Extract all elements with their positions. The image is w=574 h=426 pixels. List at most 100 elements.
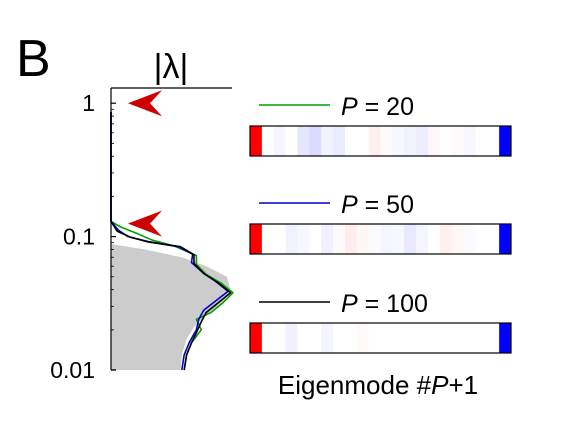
spectrum-series	[110, 111, 234, 371]
spectrum-axes: 1 0.1 0.01	[50, 87, 232, 383]
eigenmode-cell	[416, 224, 429, 254]
eigenmode-cell	[368, 323, 381, 353]
eigenmode-cell	[427, 323, 441, 353]
eigenmode-row-2: P = 50	[249, 191, 512, 255]
legend-var: P	[341, 290, 358, 318]
eigenmode-cell	[321, 126, 334, 156]
eigenmode-cell	[427, 126, 441, 156]
eigenmode-cell	[309, 323, 322, 353]
eigenmode-cell	[285, 224, 298, 254]
eigenvalue-arrow-2	[128, 210, 162, 237]
eigenmode-cell	[344, 323, 358, 353]
eigenmode-cell	[475, 224, 488, 254]
panel-label: B	[16, 30, 51, 88]
eigenmode-cell	[499, 126, 512, 156]
eigenmode-xlabel-var: P	[431, 370, 449, 400]
eigenmode-cell	[368, 224, 381, 254]
eigenmode-xlabel-suffix: +1	[448, 370, 478, 400]
eigenmode-cell	[427, 224, 441, 254]
y-tick-label: 1	[82, 90, 95, 116]
background-distribution	[111, 244, 231, 370]
eigenmode-cell	[261, 126, 275, 156]
eigenmode-cell	[344, 224, 358, 254]
eigenmode-xlabel: Eigenmode #P+1	[278, 370, 478, 400]
eigenmode-cell	[321, 224, 334, 254]
eigenmode-cell	[404, 126, 417, 156]
eigenmode-cell	[380, 323, 393, 353]
legend-value: = 20	[358, 93, 414, 121]
eigenmode-strip-frame	[249, 223, 512, 255]
spectrum-plot: |λ| 1 0.1 0.01	[50, 48, 234, 383]
eigenmode-cell	[439, 224, 453, 254]
eigenmode-strip-frame	[249, 125, 512, 157]
eigenmode-cell	[475, 323, 488, 353]
eigenmode-cell	[463, 224, 476, 254]
eigenmode-cell	[487, 323, 500, 353]
eigenmode-cell	[439, 126, 453, 156]
eigenmode-cell	[392, 126, 405, 156]
spectrum-markers	[128, 90, 162, 237]
eigenmode-cell	[250, 224, 263, 254]
legend-value: = 50	[358, 191, 414, 219]
eigenmode-cell	[356, 224, 370, 254]
eigenmode-cell	[451, 323, 464, 353]
eigenmode-cell	[499, 323, 512, 353]
eigenmode-cell	[380, 126, 393, 156]
eigenmode-cell	[285, 126, 298, 156]
eigenmode-cell	[261, 224, 275, 254]
eigenmode-cell	[439, 323, 453, 353]
eigenmode-row-1: P = 20	[249, 93, 512, 157]
y-tick-label: 0.01	[50, 357, 95, 383]
eigenmode-cell	[321, 323, 334, 353]
background-area	[111, 244, 231, 370]
legend-value: = 100	[358, 290, 428, 318]
eigenmode-cell	[463, 126, 476, 156]
eigenmode-cell	[356, 126, 370, 156]
eigenmode-cell	[333, 126, 346, 156]
eigenmode-cell	[309, 126, 322, 156]
eigenmode-cell	[392, 323, 405, 353]
eigenmode-cell	[392, 224, 405, 254]
eigenmode-cell	[344, 126, 358, 156]
legend-var: P	[341, 191, 358, 219]
eigenmode-cell	[250, 126, 263, 156]
eigenmode-cell	[297, 323, 310, 353]
legend-label: P = 100	[341, 290, 428, 318]
eigenmode-cell	[297, 126, 310, 156]
eigenmode-cell	[404, 323, 417, 353]
eigenmode-cell	[261, 323, 275, 353]
eigenmode-cell	[416, 323, 429, 353]
eigenmode-strip-frame	[249, 322, 512, 354]
eigenmode-cell	[487, 224, 500, 254]
eigenmode-cell	[273, 126, 286, 156]
eigenmode-cell	[416, 126, 429, 156]
eigenmode-cell	[333, 224, 346, 254]
eigenvalue-arrow-1	[128, 90, 162, 117]
eigenmode-cell	[499, 224, 512, 254]
eigenmode-cell	[404, 224, 417, 254]
legend-label: P = 50	[341, 191, 414, 219]
legend-label: P = 20	[341, 93, 414, 121]
eigenmode-cell	[333, 323, 346, 353]
eigenmode-cell	[368, 126, 381, 156]
eigenmode-cell	[487, 126, 500, 156]
legend-var: P	[341, 93, 358, 121]
eigenmode-strips: P = 20P = 50P = 100	[249, 93, 512, 354]
eigenmode-cell	[356, 323, 370, 353]
spectrum-series-line-3	[110, 111, 232, 371]
eigenmode-row-3: P = 100	[249, 290, 512, 354]
eigenmode-cell	[463, 323, 476, 353]
eigenmode-cell	[309, 224, 322, 254]
eigenmode-cell	[285, 323, 298, 353]
eigenmode-cell	[297, 224, 310, 254]
eigenmode-cell	[451, 224, 464, 254]
eigenmode-cell	[273, 224, 286, 254]
spectrum-series-line-1	[110, 111, 234, 371]
eigenmode-cell	[380, 224, 393, 254]
spectrum-title: |λ|	[154, 48, 189, 86]
eigenmode-cell	[451, 126, 464, 156]
y-tick-label: 0.1	[63, 224, 95, 250]
eigenmode-cell	[475, 126, 488, 156]
eigenmode-cell	[273, 323, 286, 353]
